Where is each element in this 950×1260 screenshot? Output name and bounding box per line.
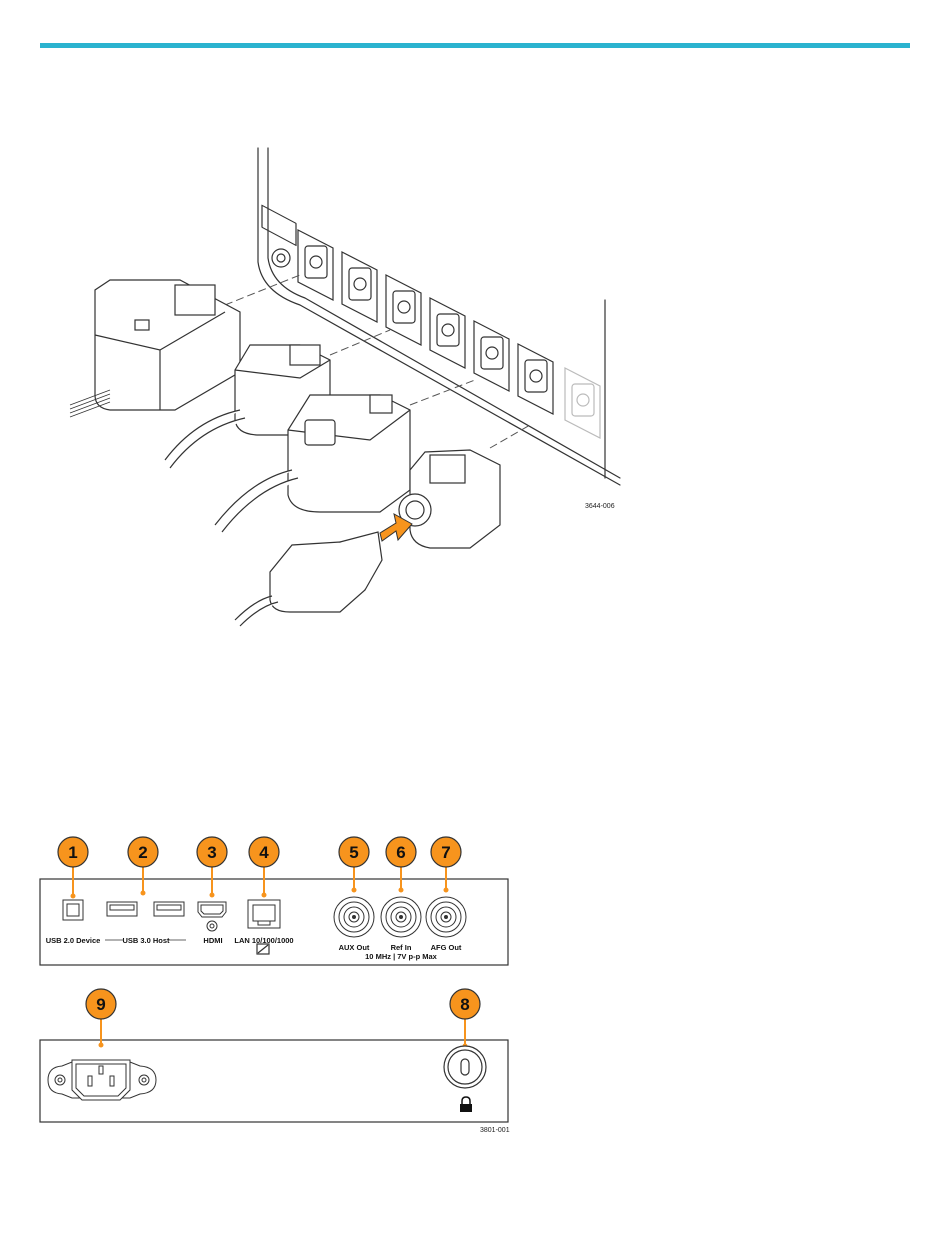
label-afg-out: AFG Out	[431, 943, 462, 952]
channel-socket	[386, 275, 421, 345]
callout-6	[386, 837, 416, 867]
label-ref-in-spec: 10 MHz | 7V p-p Max	[365, 952, 438, 961]
callout-5-number: 5	[349, 843, 358, 862]
figure-id-probes: 3644-006	[585, 503, 615, 510]
callout-5	[339, 837, 369, 867]
bnc-probe	[235, 532, 382, 626]
callout-4-number: 4	[259, 843, 269, 862]
callout-8	[450, 989, 480, 1019]
label-usb-host: USB 3.0 Host	[122, 936, 170, 945]
callout-6-number: 6	[396, 843, 405, 862]
channel-socket	[474, 321, 509, 391]
callout-1-number: 1	[68, 843, 77, 862]
callout-4	[249, 837, 279, 867]
callout-9	[86, 989, 116, 1019]
channel-socket-faded	[565, 368, 600, 438]
figure-id-panel: 3801-001	[480, 1127, 510, 1134]
callout-3	[197, 837, 227, 867]
usb-device-port	[63, 900, 83, 920]
probe-adapter	[399, 450, 500, 548]
network-icon	[257, 944, 269, 954]
channel-socket	[518, 344, 553, 414]
label-aux-out: AUX Out	[339, 943, 370, 952]
afg-out-bnc	[426, 897, 466, 937]
power-inlet	[48, 1060, 156, 1100]
callout-1	[58, 837, 88, 867]
callout-3-number: 3	[207, 843, 216, 862]
callout-8-number: 8	[460, 995, 469, 1014]
channel-socket	[430, 298, 465, 368]
label-usb-device: USB 2.0 Device	[46, 936, 101, 945]
callout-9-number: 9	[96, 995, 105, 1014]
probe-connection-illustration: 3644-006	[0, 0, 950, 700]
label-ref-in: Ref In	[391, 943, 412, 952]
label-hdmi: HDMI	[203, 936, 222, 945]
power-panel	[40, 1040, 508, 1122]
callout-2-number: 2	[138, 843, 147, 862]
io-panel	[40, 879, 508, 965]
logic-probe	[70, 280, 240, 417]
ref-in-bnc	[381, 897, 421, 937]
usb-host-port	[154, 902, 184, 916]
channel-socket	[298, 230, 333, 300]
lock-icon	[460, 1097, 472, 1112]
label-lan: LAN 10/100/1000	[234, 936, 293, 945]
channel-socket	[342, 252, 377, 322]
callout-2	[128, 837, 158, 867]
usb-host-port	[107, 902, 137, 916]
aux-out-bnc	[334, 897, 374, 937]
callout-7	[431, 837, 461, 867]
lan-port	[248, 900, 280, 928]
hdmi-port	[198, 902, 226, 931]
security-lock-slot	[444, 1046, 486, 1088]
callout-7-number: 7	[441, 843, 450, 862]
